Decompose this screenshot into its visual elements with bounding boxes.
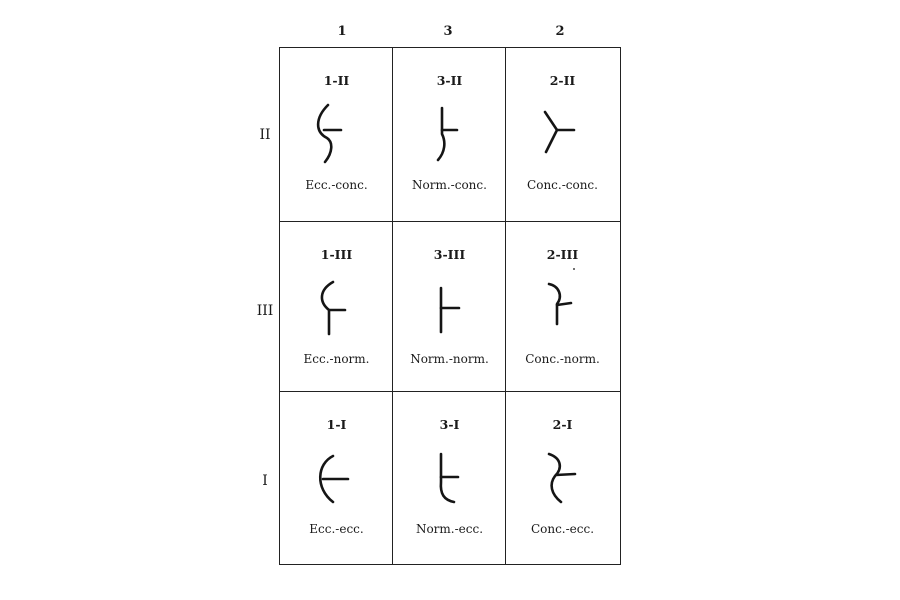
cell-caption: Ecc.-norm. [303, 352, 370, 366]
concave-normal-glyph [537, 274, 587, 342]
diagram-grid: 1-II Ecc.-conc. 3-II Norm.-conc. 2-II Co… [279, 47, 621, 565]
cell-3-II: 3-II Norm.-conc. [393, 48, 506, 219]
grid-divider [392, 48, 393, 564]
normal-normal-glyph [424, 274, 474, 342]
cell-2-III: 2-III Conc.-norm. [506, 222, 619, 393]
cell-code: 1-I [326, 417, 347, 432]
column-header-1: 1 [337, 24, 347, 39]
column-header-2: 2 [555, 24, 565, 39]
cell-code: 2-II [549, 73, 576, 88]
cell-caption: Ecc.-conc. [305, 178, 368, 192]
ink-speck [573, 268, 575, 270]
cell-caption: Ecc.-ecc. [309, 522, 364, 536]
cell-1-II: 1-II Ecc.-conc. [280, 48, 393, 219]
row-header-II: II [259, 127, 271, 143]
cell-code: 3-II [436, 73, 463, 88]
cell-caption: Norm.-ecc. [415, 522, 484, 536]
grid-divider [280, 221, 620, 222]
cell-1-I: 1-I Ecc.-ecc. [280, 392, 393, 563]
eccentric-eccentric-glyph [311, 444, 361, 512]
grid-divider [505, 48, 506, 564]
grid-divider [280, 391, 620, 392]
column-header-3: 3 [443, 24, 453, 39]
normal-eccentric-glyph [424, 444, 474, 512]
cell-caption: Conc.-conc. [527, 178, 598, 192]
cell-2-I: 2-I Conc.-ecc. [506, 392, 619, 563]
normal-concave-glyph [424, 100, 474, 168]
row-header-III: III [256, 303, 274, 319]
cell-1-III: 1-III Ecc.-norm. [280, 222, 393, 393]
eccentric-concave-glyph [311, 100, 361, 168]
cell-code: 3-I [439, 417, 460, 432]
cell-code: 3-III [433, 247, 466, 262]
row-header-I: I [262, 473, 268, 489]
cell-caption: Norm.-norm. [410, 352, 489, 366]
cell-code: 2-I [552, 417, 573, 432]
cell-caption: Norm.-conc. [412, 178, 487, 192]
cell-3-I: 3-I Norm.-ecc. [393, 392, 506, 563]
cell-code: 1-III [320, 247, 353, 262]
cell-2-II: 2-II Conc.-conc. [506, 48, 619, 219]
cell-code: 1-II [323, 73, 350, 88]
cell-code: 2-III [546, 247, 579, 262]
cell-caption: Conc.-norm. [525, 352, 600, 366]
concave-eccentric-glyph [537, 444, 587, 512]
cell-3-III: 3-III Norm.-norm. [393, 222, 506, 393]
cell-caption: Conc.-ecc. [530, 522, 595, 536]
concave-concave-glyph [537, 100, 587, 168]
eccentric-normal-glyph [311, 274, 361, 342]
